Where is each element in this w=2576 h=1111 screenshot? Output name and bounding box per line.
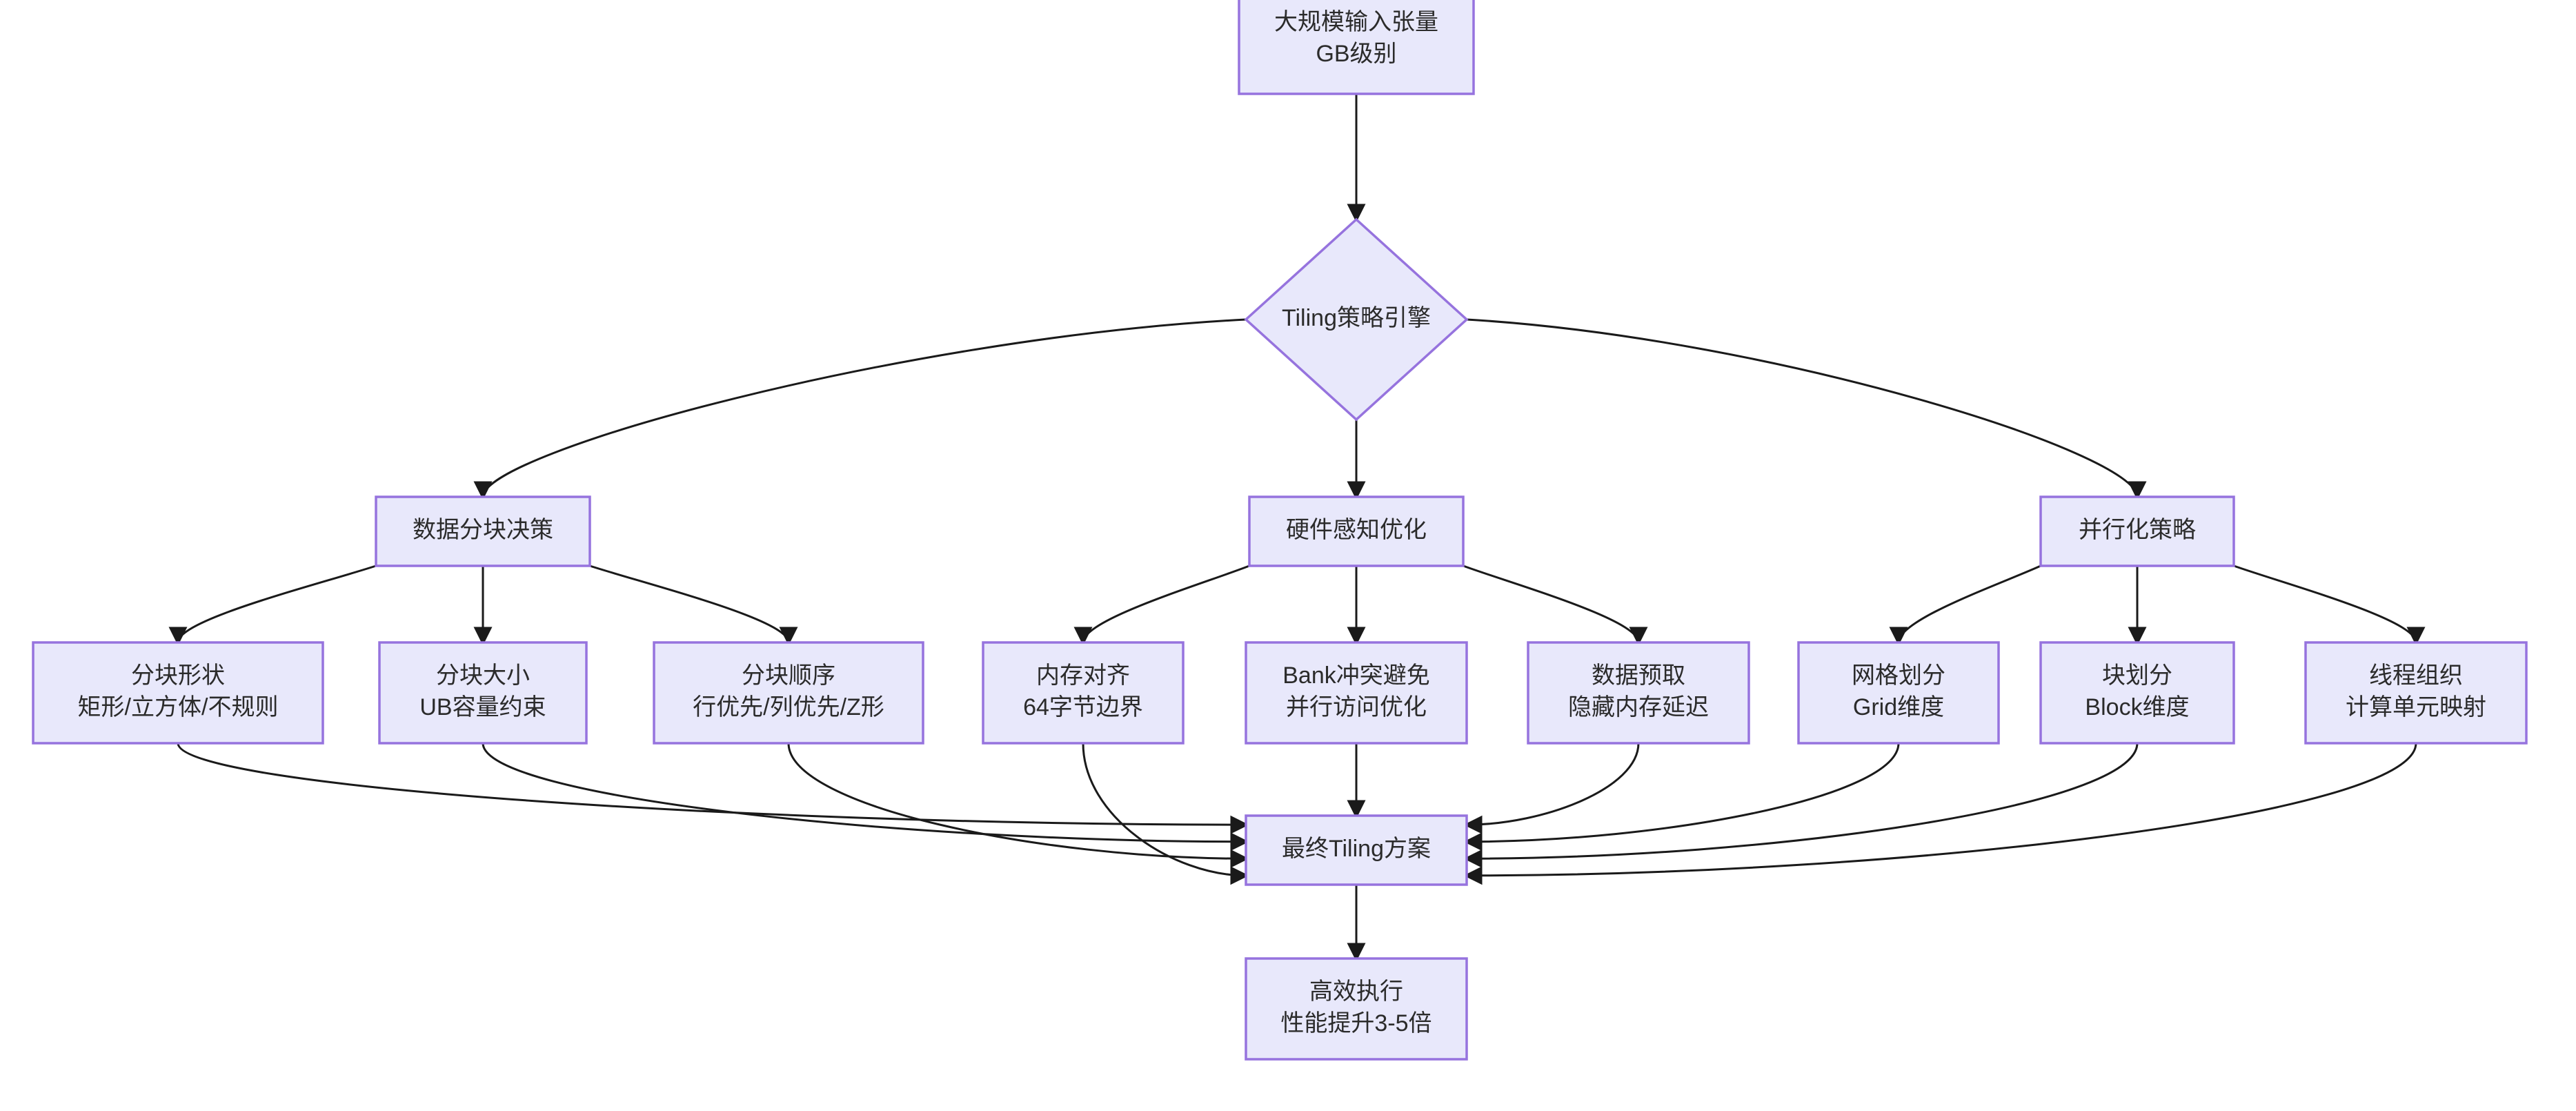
node-label: UB容量约束 xyxy=(419,694,546,720)
node-label: 最终Tiling方案 xyxy=(1282,836,1431,862)
node-engine[interactable]: Tiling策略引擎 xyxy=(1244,217,1469,422)
node-label: 并行化策略 xyxy=(2079,517,2196,543)
edge-order-to-final xyxy=(787,743,1249,868)
node-shape-rect xyxy=(1527,641,1750,745)
node-label: Tiling策略引擎 xyxy=(1282,305,1431,331)
node-shape-rect xyxy=(1248,495,1465,567)
node-shape-rect xyxy=(32,641,324,745)
node-shape-rect xyxy=(2039,641,2235,745)
edge-engine-to-partition xyxy=(473,318,1247,500)
node-shape-diamond xyxy=(1244,217,1469,422)
node-label: 数据分块决策 xyxy=(413,517,553,543)
node-label: 矩形/立方体/不规则 xyxy=(78,694,279,720)
node-hardware[interactable]: 硬件感知优化 xyxy=(1248,495,1465,567)
node-label: 大规模输入张量 xyxy=(1274,9,1438,35)
node-size[interactable]: 分块大小 UB容量约束 xyxy=(378,641,588,745)
edge-engine-to-parallel xyxy=(1466,318,2147,500)
node-label: 数据预取 xyxy=(1592,662,1685,689)
node-label: 64字节边界 xyxy=(1023,694,1143,720)
node-shape-rect xyxy=(1245,957,1468,1061)
node-label: 隐藏内存延迟 xyxy=(1568,694,1709,720)
edge-parallel-to-grid xyxy=(1889,564,2041,646)
edge-hardware-to-prefetch xyxy=(1463,564,1648,646)
edge-prefetch-to-final xyxy=(1463,743,1640,834)
edge-partition-to-shape xyxy=(168,564,377,646)
node-label: 分块形状 xyxy=(131,662,225,689)
node-label: 分块顺序 xyxy=(742,662,835,689)
node-label: 并行访问优化 xyxy=(1286,694,1427,720)
node-grid[interactable]: 网格划分 Grid维度 xyxy=(1797,641,2000,745)
node-align[interactable]: 内存对齐 64字节边界 xyxy=(982,641,1185,745)
node-label: 线程组织 xyxy=(2369,662,2463,689)
edge-thread-to-final xyxy=(1463,743,2417,885)
node-label: 高效执行 xyxy=(1309,979,1403,1005)
node-shape-rect xyxy=(982,641,1185,745)
node-shape-rect xyxy=(2039,495,2235,567)
node-input[interactable]: 大规模输入张量 GB级别 xyxy=(1238,0,1475,95)
edge-shape-to-final xyxy=(177,743,1249,834)
node-label: 分块大小 xyxy=(436,662,530,689)
node-label: GB级别 xyxy=(1316,41,1396,67)
node-label: Grid维度 xyxy=(1853,694,1944,720)
node-shape-rect xyxy=(1797,641,2000,745)
edge-block-to-final xyxy=(1463,743,2139,868)
edge-align-to-final xyxy=(1082,743,1249,885)
node-label: Bank冲突避免 xyxy=(1282,662,1430,689)
node-shape-rect xyxy=(378,641,588,745)
node-label: 内存对齐 xyxy=(1036,662,1130,689)
node-label: Block维度 xyxy=(2085,694,2189,720)
node-label: 硬件感知优化 xyxy=(1286,517,1427,543)
edge-hardware-to-align xyxy=(1073,564,1250,646)
node-label: 性能提升3-5倍 xyxy=(1280,1010,1431,1036)
edge-grid-to-final xyxy=(1463,743,1900,852)
node-parallel[interactable]: 并行化策略 xyxy=(2039,495,2235,567)
edge-size-to-final xyxy=(482,743,1249,852)
node-label: 网格划分 xyxy=(1852,662,1945,689)
edge-partition-to-order xyxy=(589,564,798,646)
edge-parallel-to-thread xyxy=(2233,564,2426,646)
node-label: 行优先/列优先/Z形 xyxy=(693,694,884,720)
node-shape-rect xyxy=(1245,641,1468,745)
node-shape-rect xyxy=(375,495,591,567)
node-shape-rect xyxy=(1238,0,1475,95)
edge-layer xyxy=(168,94,2426,962)
node-label: 计算单元映射 xyxy=(2346,694,2486,720)
node-label: 块划分 xyxy=(2102,662,2172,689)
node-shape-rect xyxy=(1245,814,1468,886)
node-shape-rect xyxy=(653,641,924,745)
node-final[interactable]: 最终Tiling方案 xyxy=(1245,814,1468,886)
node-block[interactable]: 块划分 Block维度 xyxy=(2039,641,2235,745)
node-shape-rect xyxy=(2304,641,2528,745)
node-partition[interactable]: 数据分块决策 xyxy=(375,495,591,567)
